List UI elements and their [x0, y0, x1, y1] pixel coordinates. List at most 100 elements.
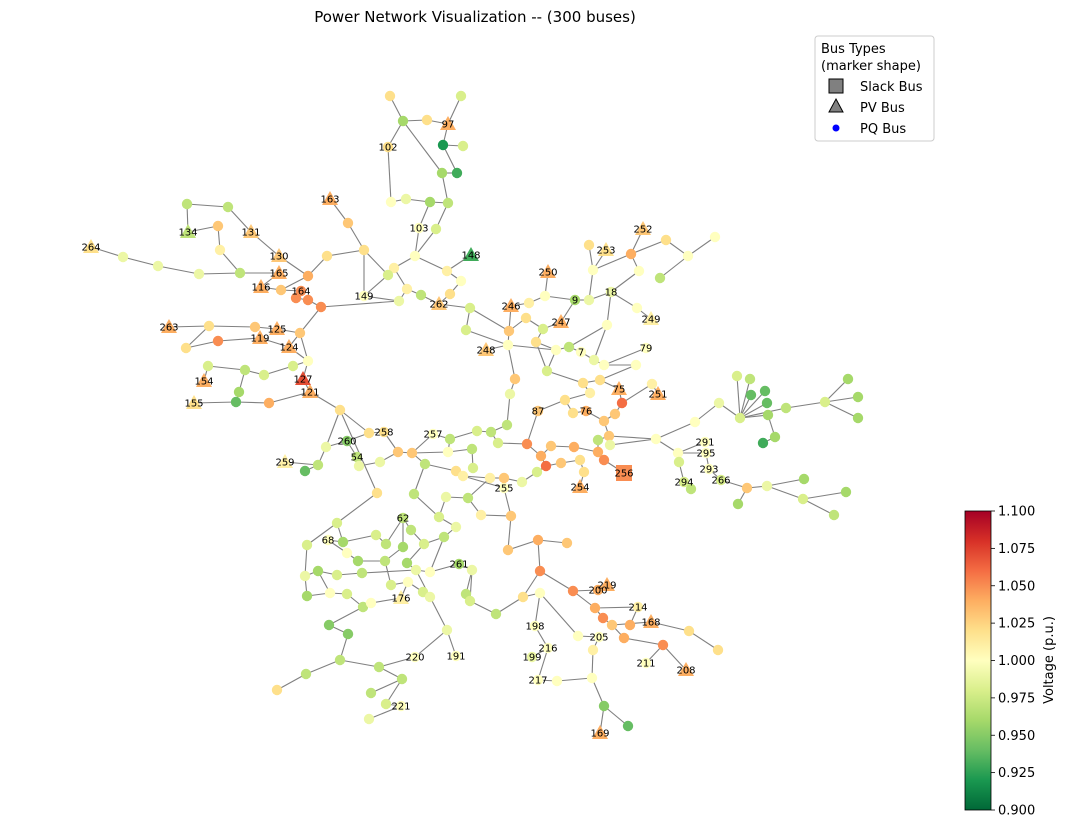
pq-bus-node	[341, 588, 353, 600]
bus-label: 220	[405, 653, 424, 664]
pq-bus-node	[577, 377, 589, 389]
colorbar-gradient	[964, 510, 992, 811]
branch-line	[824, 378, 849, 403]
bus-label: 264	[81, 243, 100, 254]
branch-line	[413, 463, 426, 495]
pq-bus-node	[798, 473, 810, 485]
pq-bus-node	[852, 412, 864, 424]
pq-bus-node	[550, 344, 562, 356]
bus-label: 155	[184, 399, 203, 410]
pq-bus-node	[415, 289, 427, 301]
pq-bus-node	[467, 462, 479, 474]
branch-line	[507, 344, 557, 351]
pq-bus-node	[421, 114, 433, 126]
bus-label: 248	[476, 346, 495, 357]
pq-bus-node	[593, 631, 605, 643]
branch-line	[739, 390, 766, 419]
pq-bus-node	[563, 341, 575, 353]
voltage-colorbar: 0.9000.9250.9500.9751.0001.0251.0501.075…	[964, 505, 1057, 819]
branch-line	[368, 705, 402, 720]
pq-bus-node	[230, 396, 242, 408]
pq-bus-node	[380, 698, 392, 710]
bus-label: 208	[676, 666, 695, 677]
pq-bus-node	[715, 474, 727, 486]
colorbar-tick-label: 1.000	[998, 654, 1035, 669]
branch-line	[268, 391, 311, 404]
pq-bus-node	[516, 476, 528, 488]
pq-bus-node	[603, 430, 615, 442]
pq-bus-node	[598, 359, 610, 371]
pv-bus-node	[271, 248, 287, 262]
pq-bus-node	[532, 405, 544, 417]
branch-line	[305, 659, 341, 675]
pq-bus-node	[409, 250, 421, 262]
pq-bus-node	[455, 90, 467, 102]
branch-line	[168, 325, 210, 328]
pq-bus-node	[583, 294, 595, 306]
branch-line	[599, 364, 637, 381]
bus-label: 124	[279, 343, 298, 354]
colorbar-tick-label: 0.900	[998, 804, 1035, 819]
pq-bus-node	[385, 579, 397, 591]
branch-line	[442, 144, 458, 174]
branch-line	[336, 492, 378, 524]
bus-label: 62	[397, 514, 410, 525]
pq-bus-node	[537, 323, 549, 335]
branch-line	[414, 228, 437, 257]
pv-bus-node	[592, 725, 608, 739]
bus-label: 149	[354, 292, 373, 303]
bus-label: 102	[378, 143, 397, 154]
pq-bus-node	[334, 654, 346, 666]
pq-bus-node	[466, 564, 478, 576]
pq-bus-node	[212, 220, 224, 232]
bus-label: 247	[551, 318, 570, 329]
pq-bus-node	[598, 700, 610, 712]
pq-bus-node	[840, 486, 852, 498]
pq-bus-node	[299, 570, 311, 582]
branch-line	[361, 569, 417, 574]
bus-label: 291	[695, 438, 714, 449]
pq-bus-node	[419, 458, 431, 470]
pq-bus-node	[365, 687, 377, 699]
pq-bus-node	[396, 673, 408, 685]
pq-bus-node	[502, 544, 514, 556]
branch-line	[185, 325, 210, 349]
legend-frame	[814, 35, 935, 142]
pq-bus-node	[592, 434, 604, 446]
pq-bus-node	[605, 286, 617, 298]
branch-line	[766, 485, 804, 500]
pq-bus-node	[757, 437, 769, 449]
pq-bus-node	[545, 440, 557, 452]
colorbar-tick-label: 0.975	[998, 691, 1035, 706]
pq-bus-node	[353, 460, 365, 472]
pq-bus-node	[535, 450, 547, 462]
bus-label: 260	[337, 437, 356, 448]
pq-bus-node	[464, 595, 476, 607]
pq-bus-node	[574, 454, 586, 466]
pq-bus-node	[504, 388, 516, 400]
branch-line	[603, 347, 647, 366]
slack-bus-marker-icon	[828, 78, 844, 94]
pv-bus-node	[635, 221, 651, 235]
branch-line	[402, 120, 443, 174]
pq-bus-node	[363, 713, 375, 725]
pq-bus-node	[397, 512, 409, 524]
pq-bus-node	[542, 642, 554, 654]
slack-bus-node	[616, 465, 632, 481]
branch-line	[785, 401, 826, 409]
pq-bus-node	[712, 644, 724, 656]
pv-bus-node	[295, 371, 311, 385]
pq-bus-marker-icon	[832, 124, 840, 132]
pq-bus-node	[498, 472, 510, 484]
branch-line	[688, 630, 719, 651]
branch-line	[556, 677, 593, 682]
bus-label: 258	[374, 428, 393, 439]
pq-bus-node	[358, 290, 370, 302]
pq-bus-node	[392, 446, 404, 458]
pq-bus-node	[249, 321, 261, 333]
pq-bus-node	[315, 301, 327, 313]
pv-bus-node	[650, 386, 666, 400]
pq-bus-node	[382, 269, 394, 281]
bus-label: 261	[449, 560, 468, 571]
pq-bus-node	[341, 435, 353, 447]
